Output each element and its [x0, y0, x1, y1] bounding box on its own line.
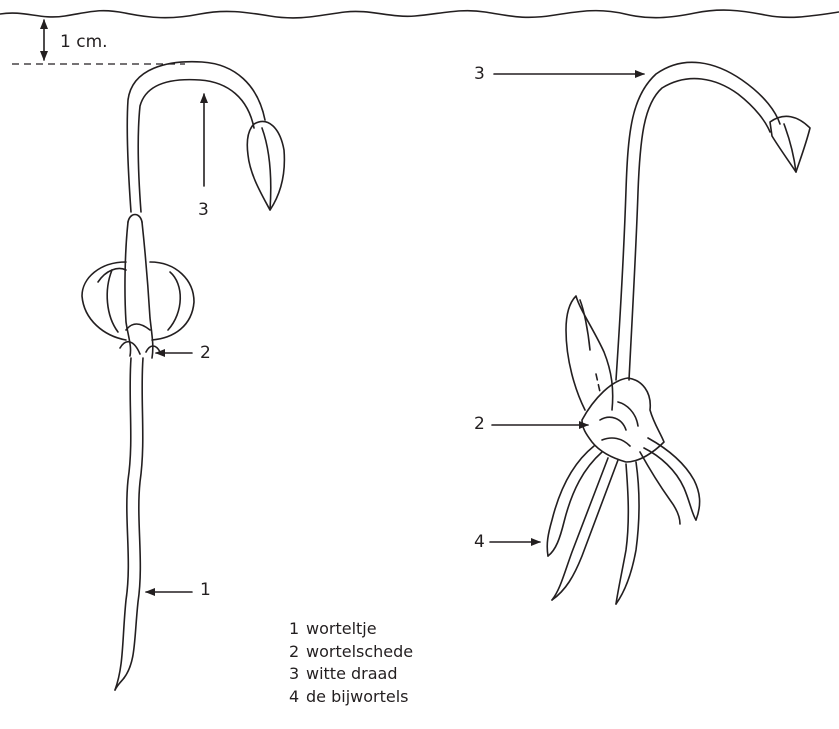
legend-text: de bijwortels	[306, 687, 408, 706]
callout-right-3: 3	[474, 66, 485, 83]
left-seedling	[82, 62, 284, 690]
callout-right-2: 2	[474, 416, 485, 433]
callout-right-4: 4	[474, 534, 485, 551]
legend-number: 2	[289, 641, 306, 664]
legend-text: wortelschede	[306, 642, 413, 661]
callout-left-3: 3	[198, 202, 209, 219]
legend-text: witte draad	[306, 664, 398, 683]
soil-surface-line	[0, 10, 839, 18]
legend-number: 4	[289, 686, 306, 709]
callout-left-2: 2	[200, 345, 211, 362]
legend-number: 1	[289, 618, 306, 641]
legend-text: worteltje	[306, 619, 377, 638]
callout-left-1: 1	[200, 582, 211, 599]
scale-label: 1 cm.	[60, 34, 108, 51]
legend-number: 3	[289, 663, 306, 686]
right-seedling	[547, 62, 810, 604]
